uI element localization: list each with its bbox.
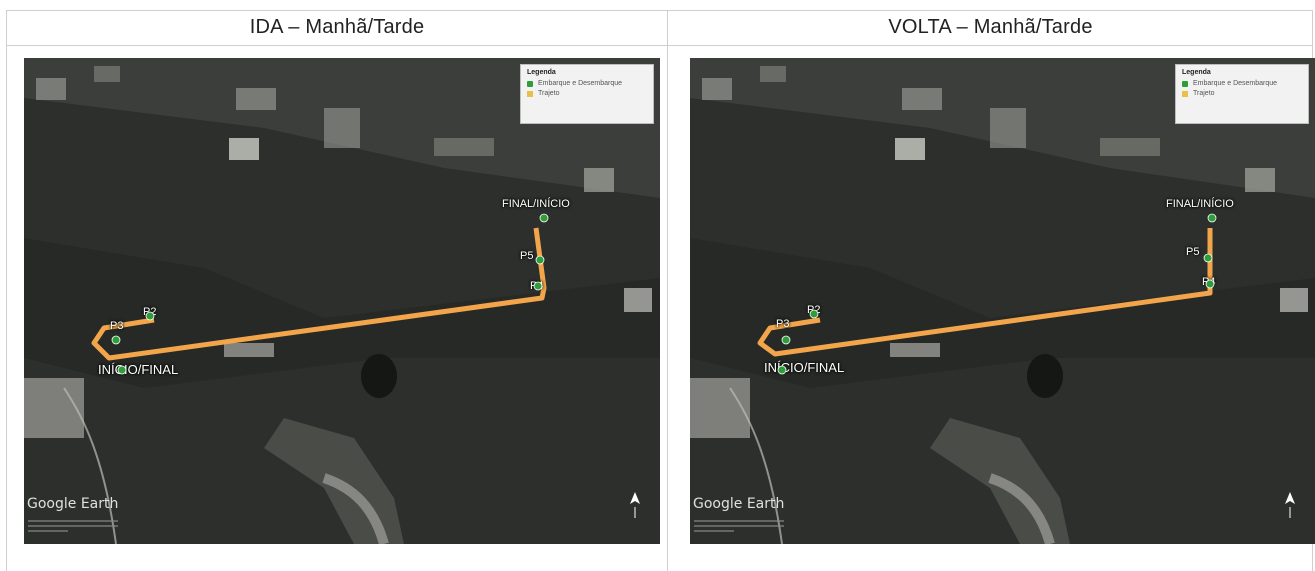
north-arrow-icon bbox=[1285, 492, 1295, 518]
bus-stop-marker-icon bbox=[535, 255, 545, 265]
legend-stops-label: Embarque e Desembarque bbox=[538, 80, 623, 87]
bus-stop-marker-icon bbox=[781, 335, 791, 345]
bus-stop-marker-icon bbox=[145, 311, 155, 321]
brand-label: Google Earth bbox=[27, 496, 119, 512]
brand-label: Google Earth bbox=[693, 496, 785, 512]
bus-stop-marker-icon bbox=[533, 281, 543, 291]
legend-title: Legenda bbox=[527, 69, 556, 76]
map-ida: Legenda Embarque e Desembarque Trajeto I… bbox=[24, 58, 660, 544]
bus-stop-marker-icon bbox=[1207, 213, 1217, 223]
bus-stop-marker-icon bbox=[1182, 80, 1188, 87]
route-swatch-icon bbox=[1182, 90, 1188, 97]
legend-title: Legenda bbox=[1182, 69, 1211, 76]
label-end-start: FINAL/INÍCIO bbox=[502, 198, 570, 210]
label-p3: P3 bbox=[110, 320, 124, 332]
bus-stop-marker-icon bbox=[809, 309, 819, 319]
imagery-credit bbox=[28, 520, 118, 534]
north-arrow-icon bbox=[630, 492, 640, 518]
legend-row-stops: Embarque e Desembarque bbox=[1182, 80, 1302, 87]
legend: Legenda Embarque e Desembarque Trajeto bbox=[1175, 64, 1309, 124]
label-p5: P5 bbox=[1186, 246, 1200, 258]
satellite-imagery bbox=[24, 58, 660, 544]
bus-stop-marker-icon bbox=[527, 80, 533, 87]
imagery-credit bbox=[694, 520, 784, 534]
bus-stop-marker-icon bbox=[117, 365, 127, 375]
label-p5: P5 bbox=[520, 250, 534, 262]
legend-row-route: Trajeto bbox=[527, 90, 647, 97]
map-volta: Legenda Embarque e Desembarque Trajeto I… bbox=[690, 58, 1315, 544]
legend-row-stops: Embarque e Desembarque bbox=[527, 80, 647, 87]
stop-markers bbox=[777, 213, 1217, 375]
label-p3: P3 bbox=[776, 318, 790, 330]
legend-row-route: Trajeto bbox=[1182, 90, 1302, 97]
label-end-start: FINAL/INÍCIO bbox=[1166, 198, 1234, 210]
route-swatch-icon bbox=[527, 90, 533, 97]
bus-stop-marker-icon bbox=[1205, 279, 1215, 289]
satellite-imagery bbox=[690, 58, 1315, 544]
legend: Legenda Embarque e Desembarque Trajeto bbox=[520, 64, 654, 124]
bus-stop-marker-icon bbox=[111, 335, 121, 345]
stop-markers bbox=[111, 213, 549, 375]
route-line bbox=[91, 227, 547, 361]
header-ida: IDA – Manhã/Tarde bbox=[7, 10, 667, 46]
column-divider bbox=[667, 10, 668, 571]
legend-route-label: Trajeto bbox=[1193, 90, 1215, 97]
bus-stop-marker-icon bbox=[1203, 253, 1213, 263]
bus-stop-marker-icon bbox=[777, 365, 787, 375]
label-start-end: INÍCIO/FINAL bbox=[98, 362, 179, 377]
legend-route-label: Trajeto bbox=[538, 90, 560, 97]
bus-stop-marker-icon bbox=[539, 213, 549, 223]
header-volta: VOLTA – Manhã/Tarde bbox=[668, 10, 1313, 46]
legend-stops-label: Embarque e Desembarque bbox=[1193, 80, 1278, 87]
